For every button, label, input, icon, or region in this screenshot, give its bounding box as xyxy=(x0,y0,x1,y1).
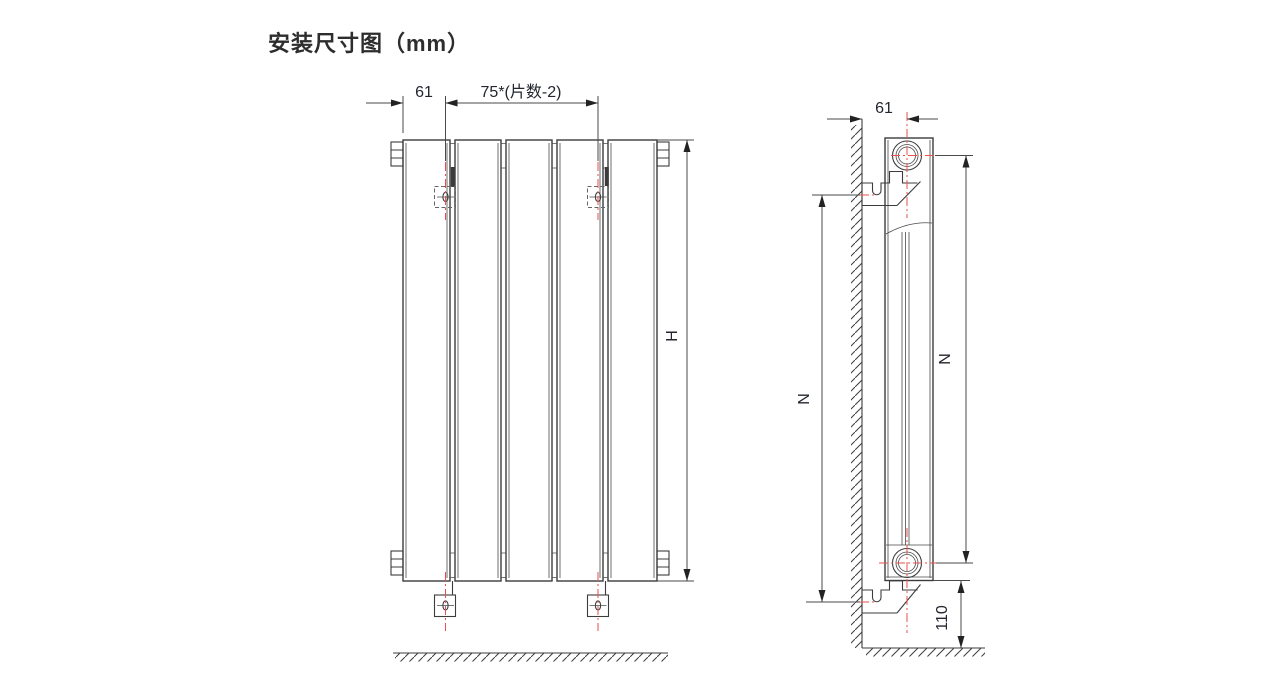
wall xyxy=(851,119,863,648)
bracket-stems xyxy=(451,581,607,595)
bracket-bottom xyxy=(861,580,921,614)
front-height-dimension: H xyxy=(657,139,694,582)
radiator-panels xyxy=(402,139,658,582)
dim-height-label: H xyxy=(664,330,681,342)
front-ground xyxy=(393,652,668,662)
side-bracket-span-dimension: N xyxy=(796,194,860,603)
dim-bracket-span-label: N xyxy=(796,393,813,405)
bracket-top xyxy=(861,170,921,207)
panel-1 xyxy=(402,139,451,582)
dim-hook-pitch-label: 75*(片数-2) xyxy=(481,83,562,101)
dim-bottom-clearance-label: 110 xyxy=(934,605,951,631)
side-wall-brackets xyxy=(861,170,921,614)
plug-top-left xyxy=(390,141,404,167)
panel-2 xyxy=(454,139,502,582)
side-pipe-span-dimension: N xyxy=(935,155,973,564)
side-view: 61 N N xyxy=(796,100,985,657)
upper-wall-hooks xyxy=(434,167,609,208)
dim-wall-offset-label: 61 xyxy=(875,100,893,117)
hex-plugs xyxy=(390,141,670,576)
section-connectors xyxy=(450,143,608,578)
side-offset-dimension: 61 xyxy=(827,100,938,123)
panel-inner-edges xyxy=(405,143,655,578)
plug-top-right xyxy=(656,141,670,167)
side-floor xyxy=(862,647,985,657)
front-top-dimensions: 61 75*(片数-2) xyxy=(366,83,599,161)
panel-4 xyxy=(556,139,604,582)
panel-3 xyxy=(505,139,553,582)
dim-pipe-span-label: N xyxy=(937,353,954,365)
hook-slot-right xyxy=(604,167,609,186)
lower-floor-brackets xyxy=(433,581,610,618)
page-title: 安装尺寸图（mm） xyxy=(268,31,471,56)
hook-slot-left xyxy=(450,167,455,187)
front-view: 61 75*(片数-2) H xyxy=(366,83,694,662)
panel-5 xyxy=(607,139,658,582)
dim-hook-offset-label: 61 xyxy=(415,84,433,101)
front-centerlines xyxy=(445,162,599,631)
plug-bottom-left xyxy=(390,550,404,576)
side-bottom-clearance-dimension: 110 xyxy=(933,580,970,648)
radiator-section-profile xyxy=(884,137,934,582)
plug-bottom-right xyxy=(656,550,670,576)
side-centerlines xyxy=(860,112,936,633)
